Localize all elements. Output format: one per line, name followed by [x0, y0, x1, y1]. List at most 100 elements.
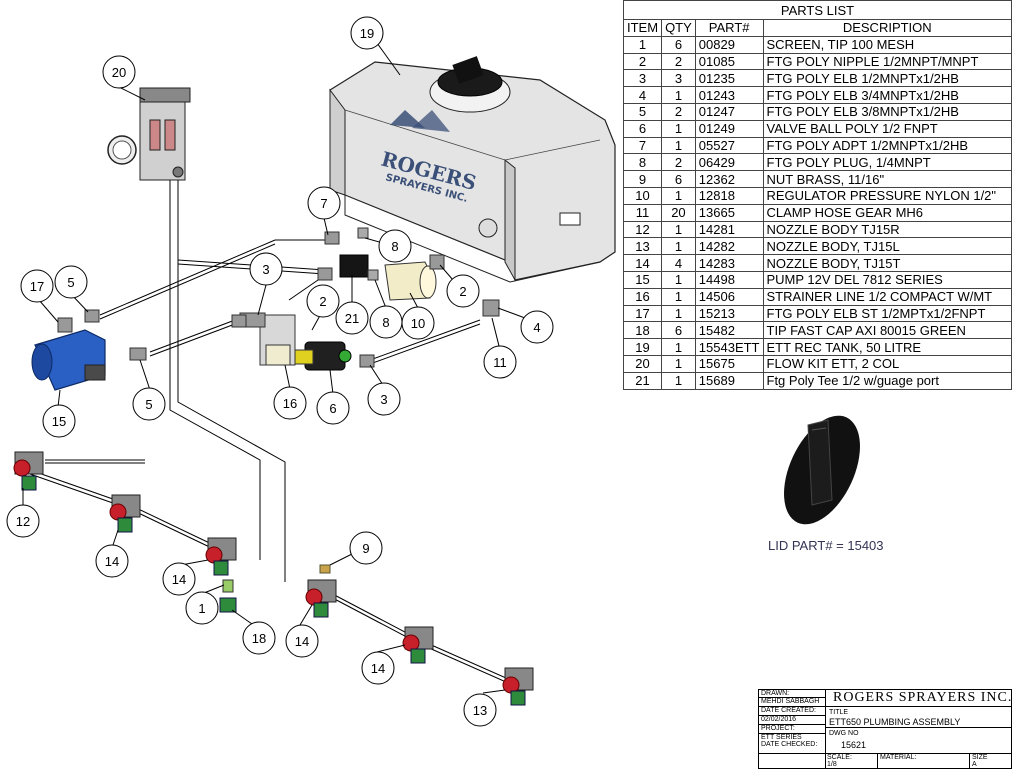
- svg-text:8: 8: [391, 239, 398, 254]
- svg-text:14: 14: [371, 661, 385, 676]
- project-label: PROJECT:: [761, 725, 795, 732]
- balloon-15: 15: [42, 404, 76, 438]
- parts-cell-description: NOZZLE BODY, TJ15L: [762, 237, 1012, 256]
- parts-cell-qty: 2: [661, 102, 696, 121]
- svg-text:10: 10: [411, 316, 425, 331]
- balloon-18: 18: [242, 621, 276, 655]
- date-created: 02/02/2016: [761, 716, 797, 723]
- drawn-by: MEHDI SABBAGH: [761, 698, 820, 705]
- parts-cell-part-number: 15543ETT: [694, 338, 764, 356]
- parts-cell-description: FTG POLY ELB 1/2MNPTx1/2HB: [762, 69, 1012, 88]
- project: ETT SERIES: [761, 734, 802, 741]
- balloon-5b: 5: [132, 387, 166, 421]
- svg-text:3: 3: [380, 392, 387, 407]
- parts-cell-description: FTG POLY PLUG, 1/4MNPT: [762, 153, 1012, 172]
- balloon-14a: 14: [95, 544, 129, 578]
- balloon-5a: 5: [54, 265, 88, 299]
- parts-cell-part-number: 14281: [694, 220, 764, 239]
- parts-cell-item: 21: [622, 371, 663, 390]
- parts-cell-qty: 4: [661, 254, 696, 272]
- fittings-icon: [57, 227, 500, 368]
- balloon-10: 10: [401, 306, 435, 340]
- balloon-19: 19: [350, 16, 384, 50]
- parts-cell-qty: 1: [661, 237, 696, 256]
- svg-text:21: 21: [345, 311, 359, 326]
- parts-cell-part-number: 15675: [694, 354, 764, 373]
- brass-nut-icon: [319, 564, 331, 574]
- parts-cell-part-number: 12818: [694, 186, 764, 205]
- tip-cap-icon: [219, 597, 237, 613]
- svg-text:6: 6: [329, 401, 336, 416]
- dwg-no-label: DWG NO: [829, 730, 859, 737]
- scale-label: SCALE:: [827, 754, 852, 761]
- parts-cell-part-number: 00829: [694, 35, 764, 54]
- tank-icon: ROGERS SPRAYERS INC.: [329, 56, 616, 283]
- size-value: A: [972, 761, 977, 768]
- balloon-14d: 14: [361, 651, 395, 685]
- material-label: MATERIAL:: [880, 754, 917, 761]
- pump-icon: [31, 329, 106, 391]
- svg-text:5: 5: [67, 275, 74, 290]
- parts-cell-part-number: 12362: [694, 170, 764, 188]
- parts-cell-description: REGULATOR PRESSURE NYLON 1/2": [762, 186, 1012, 205]
- parts-cell-item: 7: [622, 136, 663, 155]
- size-label: SIZE: [972, 754, 988, 761]
- svg-text:18: 18: [252, 631, 266, 646]
- parts-cell-qty: 1: [661, 304, 696, 323]
- parts-cell-qty: 6: [661, 321, 696, 340]
- scale-value: 1/8: [827, 761, 837, 768]
- regulator-icon: [384, 261, 437, 301]
- svg-text:3: 3: [262, 262, 269, 277]
- parts-cell-item: 14: [622, 254, 663, 272]
- svg-text:19: 19: [360, 26, 374, 41]
- svg-text:15: 15: [52, 414, 66, 429]
- nozzle-body-14d: [402, 626, 434, 664]
- parts-cell-part-number: 14498: [694, 270, 764, 289]
- dwg-no: 15621: [841, 740, 867, 750]
- balloon-3a: 3: [249, 252, 283, 286]
- balloon-12: 12: [6, 504, 40, 538]
- parts-cell-part-number: 06429: [694, 153, 764, 172]
- parts-cell-part-number: 01249: [694, 119, 764, 138]
- balloon-21: 21: [335, 301, 369, 335]
- balloon-17: 17: [20, 269, 54, 303]
- parts-cell-description: NOZZLE BODY, TJ15T: [762, 254, 1012, 272]
- svg-text:14: 14: [105, 554, 119, 569]
- parts-cell-part-number: 15213: [694, 304, 764, 323]
- lid-icon: [784, 415, 860, 525]
- svg-text:1: 1: [198, 601, 205, 616]
- parts-cell-qty: 1: [661, 86, 696, 104]
- parts-cell-qty: 1: [661, 338, 696, 356]
- parts-cell-description: VALVE BALL POLY 1/2 FNPT: [762, 119, 1012, 138]
- parts-cell-qty: 1: [661, 220, 696, 239]
- col-description: DESCRIPTION: [762, 19, 1012, 37]
- parts-cell-description: STRAINER LINE 1/2 COMPACT W/MT: [762, 287, 1012, 306]
- balloon-9: 9: [349, 531, 383, 565]
- svg-text:20: 20: [112, 65, 126, 80]
- title-label: TITLE: [829, 709, 849, 716]
- parts-cell-part-number: 14282: [694, 237, 764, 256]
- parts-cell-item: 2: [622, 52, 663, 71]
- parts-cell-description: ETT REC TANK, 50 LITRE: [762, 338, 1012, 356]
- title-block: DRAWN: MEHDI SABBAGH DATE CREATED: 02/02…: [758, 689, 1012, 769]
- svg-text:8: 8: [382, 315, 389, 330]
- parts-list-title: PARTS LIST: [623, 0, 1012, 20]
- balloon-7: 7: [307, 186, 341, 220]
- parts-cell-qty: 1: [661, 136, 696, 155]
- svg-text:4: 4: [533, 320, 540, 335]
- parts-cell-description: NOZZLE BODY TJ15R: [762, 220, 1012, 239]
- nozzle-body-14a: [109, 494, 141, 533]
- parts-cell-qty: 6: [661, 35, 696, 54]
- parts-cell-description: TIP FAST CAP AXI 80015 GREEN: [762, 321, 1012, 340]
- parts-cell-item: 16: [622, 287, 663, 306]
